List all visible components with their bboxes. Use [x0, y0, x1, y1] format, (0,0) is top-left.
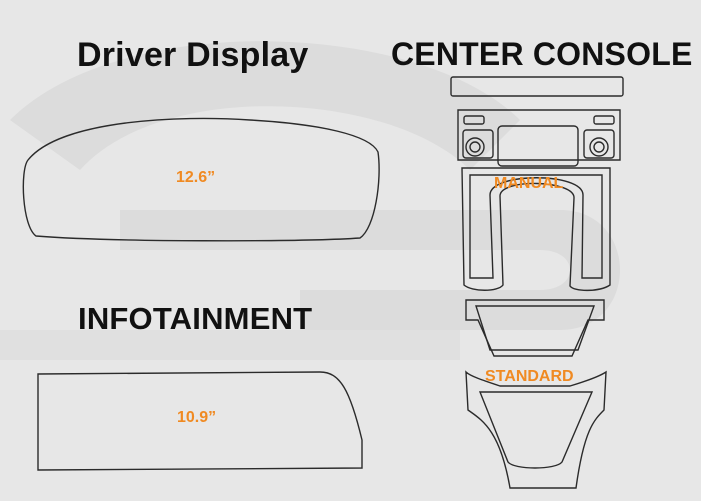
driver-display-title: Driver Display	[77, 36, 309, 74]
manual-shifter-outline	[461, 167, 611, 292]
standard-label: STANDARD	[485, 368, 574, 385]
infotainment-outline	[37, 371, 363, 471]
right-knob-inner	[593, 141, 605, 153]
driver-display-outline	[22, 117, 380, 242]
lower-console-outline	[465, 299, 605, 357]
lower-console-inner	[475, 305, 595, 351]
manual-shifter-inner	[469, 174, 603, 279]
standard-shifter-outline	[465, 370, 607, 489]
left-knob-inner	[469, 141, 481, 153]
right-knob	[589, 137, 609, 157]
infotainment-title: INFOTAINMENT	[78, 301, 313, 336]
console-climate-panel	[457, 109, 621, 161]
right-knob-frame	[583, 129, 615, 159]
console-top-strip	[450, 76, 624, 97]
standard-shifter-inner	[478, 391, 594, 469]
driver-display-size-label: 12.6”	[176, 169, 216, 186]
console-inner-cutout	[497, 125, 579, 167]
left-knob	[465, 137, 485, 157]
right-tab	[593, 115, 615, 125]
center-console-title: CENTER CONSOLE	[391, 36, 693, 72]
left-knob-frame	[462, 129, 494, 159]
infotainment-size-label: 10.9”	[177, 409, 217, 426]
left-tab	[463, 115, 485, 125]
manual-label: MANUAL	[494, 175, 564, 192]
